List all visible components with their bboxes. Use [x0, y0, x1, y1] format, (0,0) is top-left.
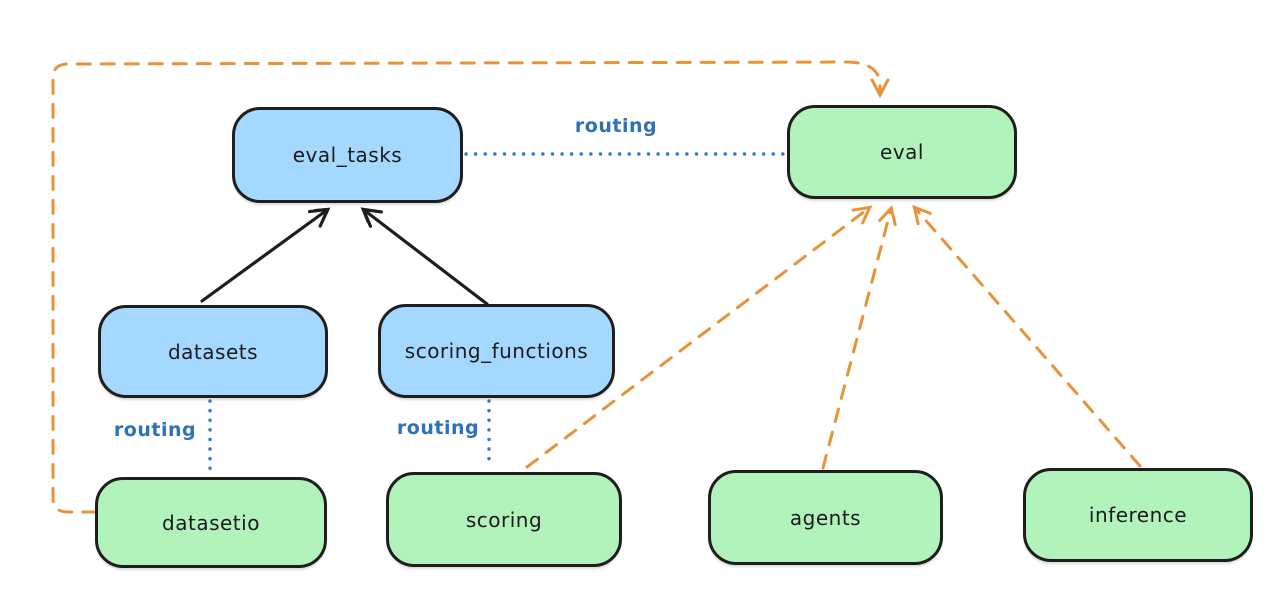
edge-label-routing-datasets: routing — [113, 419, 197, 441]
node-datasetio-label: datasetio — [162, 510, 260, 535]
node-inference: inference — [1023, 468, 1253, 562]
node-scoring-label: scoring — [465, 507, 543, 532]
edge-datasetio-to-eval — [51, 60, 890, 514]
node-eval_tasks: eval_tasks — [232, 107, 463, 203]
node-scoring: scoring — [386, 472, 622, 567]
edge-scoring_functions-to-eval_tasks — [360, 207, 489, 306]
edge-scoring-to-eval — [525, 205, 873, 469]
node-eval_tasks-label: eval_tasks — [292, 143, 403, 167]
node-datasets-label: datasets — [167, 339, 259, 364]
edge-inference-to-eval — [912, 204, 1142, 468]
edge-label-routing-top: routing — [574, 115, 658, 137]
edge-datasets-to-eval_tasks — [200, 207, 331, 303]
node-agents: agents — [708, 470, 943, 565]
node-datasets: datasets — [98, 305, 328, 398]
node-eval: eval — [787, 105, 1017, 199]
edge-label-routing-scoring: routing — [396, 417, 480, 439]
node-datasetio: datasetio — [95, 477, 327, 568]
node-eval-label: eval — [880, 140, 924, 164]
node-agents-label: agents — [789, 505, 862, 530]
edge-agents-to-eval — [821, 204, 897, 470]
node-scoring_functions-label: scoring_functions — [404, 339, 589, 363]
node-scoring_functions: scoring_functions — [378, 304, 615, 398]
node-inference-label: inference — [1088, 503, 1188, 527]
